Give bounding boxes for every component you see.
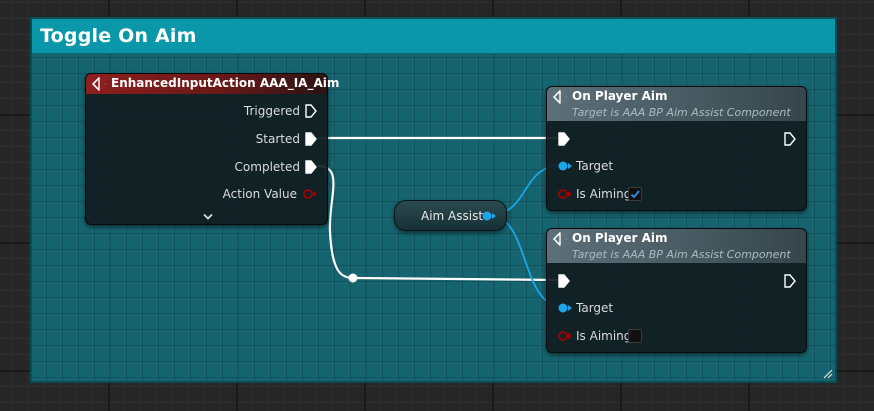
function-icon [553,90,567,104]
pin-label-is-aiming-1: Is Aiming [576,187,632,201]
comment-header[interactable]: Toggle On Aim [32,19,835,54]
on-player-aim-node-2[interactable]: On Player Aim Target is AAA BP Aim Assis… [546,228,807,353]
function-icon [553,232,567,246]
resize-grip-icon[interactable] [821,367,833,379]
event-diamond-icon [92,77,106,91]
bool-pin-is-aiming-1-icon[interactable] [557,188,573,200]
is-aiming-checkbox-2[interactable] [628,329,642,343]
event-node-title: EnhancedInputAction AAA_IA_Aim [111,76,340,90]
exec-out-pin-1-icon[interactable] [784,132,796,146]
pin-label-completed: Completed [234,160,300,174]
is-aiming-checkbox-1[interactable] [628,187,642,201]
object-pin-target-2-icon[interactable] [557,302,573,314]
on-player-aim-node-1[interactable]: On Player Aim Target is AAA BP Aim Assis… [546,86,807,211]
object-pin-aim-assist-icon[interactable] [481,210,497,222]
exec-out-pin-2-icon[interactable] [784,274,796,288]
bool-pin-action-value-icon[interactable] [302,188,318,200]
function-node-subtitle-2: Target is AAA BP Aim Assist Component [572,248,791,261]
variable-label: Aim Assist [421,209,484,223]
exec-in-pin-1-icon[interactable] [558,132,570,146]
object-pin-target-1-icon[interactable] [557,160,573,172]
function-node-title-1: On Player Aim [572,89,668,103]
checkmark-icon [630,190,640,199]
pin-label-started: Started [255,132,300,146]
exec-in-pin-2-icon[interactable] [558,274,570,288]
function-node-header-1[interactable]: On Player Aim Target is AAA BP Aim Assis… [547,87,806,121]
chevron-down-icon[interactable] [203,213,213,221]
pin-label-triggered: Triggered [243,104,300,118]
exec-pin-completed-icon[interactable] [305,160,317,174]
function-node-header-2[interactable]: On Player Aim Target is AAA BP Aim Assis… [547,229,806,263]
function-node-subtitle-1: Target is AAA BP Aim Assist Component [572,106,791,119]
aim-assist-variable-node[interactable]: Aim Assist [394,200,507,231]
bool-pin-is-aiming-2-icon[interactable] [557,330,573,342]
pin-label-target-1: Target [576,159,614,173]
enhanced-input-action-node[interactable]: EnhancedInputAction AAA_IA_Aim Triggered… [85,73,339,225]
exec-pin-started-icon[interactable] [305,132,317,146]
pin-label-target-2: Target [576,301,614,315]
comment-title: Toggle On Aim [40,25,197,47]
exec-pin-triggered-icon[interactable] [305,104,317,118]
pin-label-action-value: Action Value [222,187,297,201]
event-node-header[interactable]: EnhancedInputAction AAA_IA_Aim [86,74,339,94]
function-node-title-2: On Player Aim [572,231,668,245]
pin-label-is-aiming-2: Is Aiming [576,329,632,343]
